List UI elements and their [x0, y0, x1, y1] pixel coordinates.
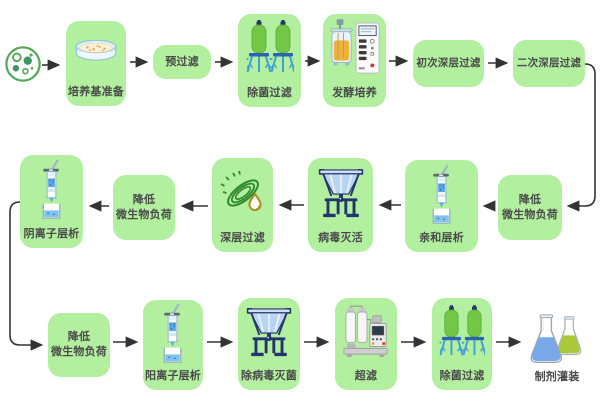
cells-icon	[4, 45, 42, 83]
step-label: 预过滤	[165, 55, 199, 68]
step-label: 超滤	[354, 370, 378, 383]
step-anion-chromatography: 阴离子层析	[20, 155, 83, 248]
step-ultrafiltration: 超滤	[335, 298, 397, 390]
step-sterile-filtration-1: 除菌过滤	[238, 14, 301, 107]
funnel-stand-icon	[238, 298, 300, 369]
step-depth-filtration: 深层过滤	[212, 158, 273, 252]
petri-dish-icon	[66, 21, 126, 85]
chromatography-column-icon	[405, 160, 478, 231]
step-label: 深层过滤	[220, 232, 265, 245]
ultrafiltration-skid-icon	[335, 298, 397, 369]
step-label: 除菌过滤	[247, 87, 292, 100]
step-label: 二次深层过滤	[516, 57, 582, 70]
step-label: 初次深层过滤	[416, 57, 481, 70]
step-bioburden-reduction-1: 降低 微生物负荷	[498, 175, 562, 240]
step-label: 培养基准备	[68, 86, 124, 99]
step-label: 降低 微生物负荷	[502, 193, 558, 221]
step-virus-removal-sterilization: 除病毒灭菌	[238, 298, 300, 390]
step-label: 发酵培养	[332, 87, 377, 100]
step-label: 亲和层析	[419, 232, 464, 245]
step-virus-inactivation: 病毒灭活	[308, 158, 373, 252]
flasks-icon	[527, 312, 587, 368]
step-depth-filtration-second: 二次深层过滤	[513, 40, 585, 87]
bioreactor-icon	[323, 14, 386, 86]
funnel-stand-icon	[308, 158, 373, 231]
step-label: 阴离子层析	[23, 228, 80, 241]
step-fermentation: 发酵培养	[323, 14, 386, 107]
filter-columns-icon	[432, 298, 492, 369]
step-affinity-chromatography: 亲和层析	[405, 160, 478, 252]
step-sterile-filtration-2: 除菌过滤	[432, 298, 492, 390]
step-media-prep: 培养基准备	[66, 21, 126, 106]
step-bioburden-reduction-3: 降低 微生物负荷	[48, 313, 110, 377]
step-label: 降低 微生物负荷	[51, 331, 107, 358]
filter-disc-droplet-icon	[212, 158, 273, 231]
step-depth-filtration-first: 初次深层过滤	[413, 40, 484, 87]
step-label: 除病毒灭菌	[241, 370, 297, 383]
step-filling-label: 制剂灌装	[534, 371, 580, 383]
step-pre-filter: 预过滤	[153, 45, 211, 79]
step-label: 病毒灭活	[318, 232, 363, 245]
chromatography-column-icon	[143, 300, 203, 369]
step-label: 阳离子层析	[145, 370, 201, 383]
chromatography-column-icon	[20, 155, 83, 227]
step-label: 除菌过滤	[439, 370, 485, 383]
step-label: 降低 微生物负荷	[116, 193, 172, 221]
step-cation-chromatography: 阳离子层析	[143, 300, 203, 390]
filter-columns-icon	[238, 14, 301, 86]
step-bioburden-reduction-2: 降低 微生物负荷	[113, 175, 175, 240]
